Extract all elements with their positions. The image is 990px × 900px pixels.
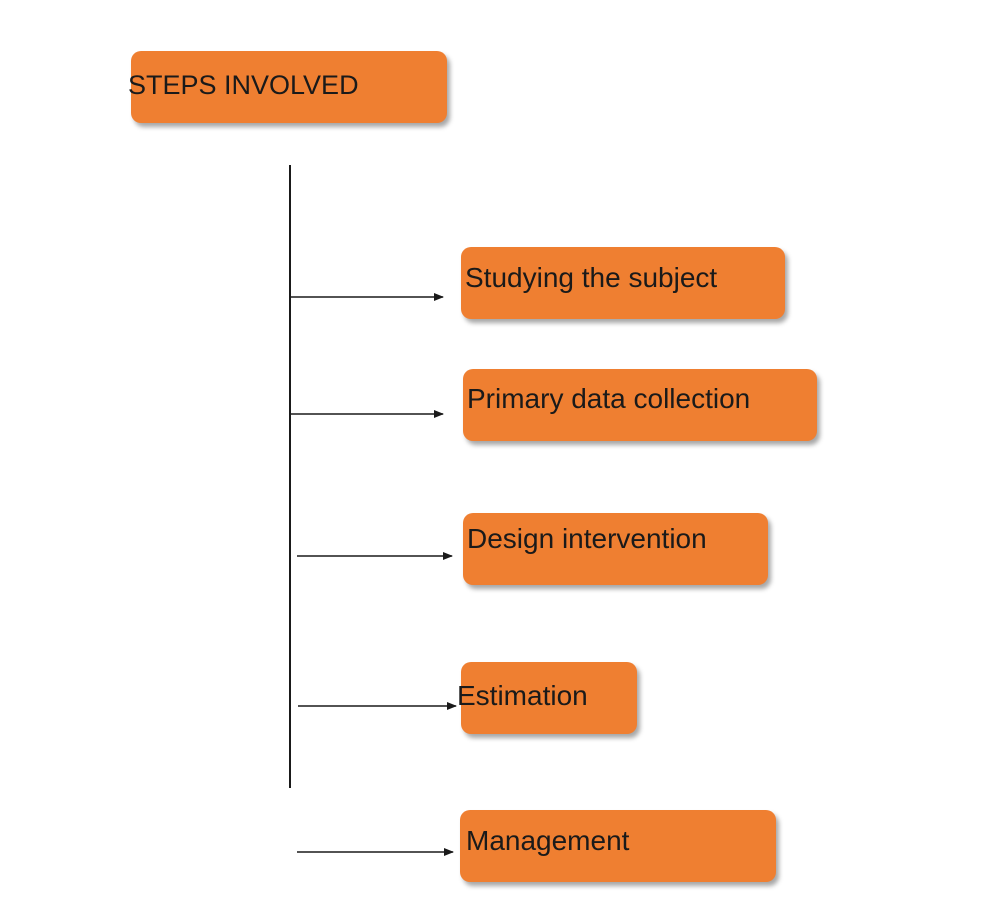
step-label: Estimation [457, 680, 588, 711]
step-box-estimation: Estimation [457, 662, 637, 734]
step-label: Studying the subject [465, 262, 718, 293]
step-box-studying-the-subject: Studying the subject [461, 247, 785, 319]
title-box: STEPS INVOLVED [128, 51, 447, 123]
step-box-management: Management [460, 810, 776, 882]
step-box-design-intervention: Design intervention [463, 513, 768, 585]
step-box-primary-data-collection: Primary data collection [463, 369, 817, 441]
step-label: Design intervention [467, 523, 707, 554]
title-label: STEPS INVOLVED [128, 70, 359, 100]
step-label: Primary data collection [467, 383, 751, 414]
step-label: Management [466, 825, 630, 856]
